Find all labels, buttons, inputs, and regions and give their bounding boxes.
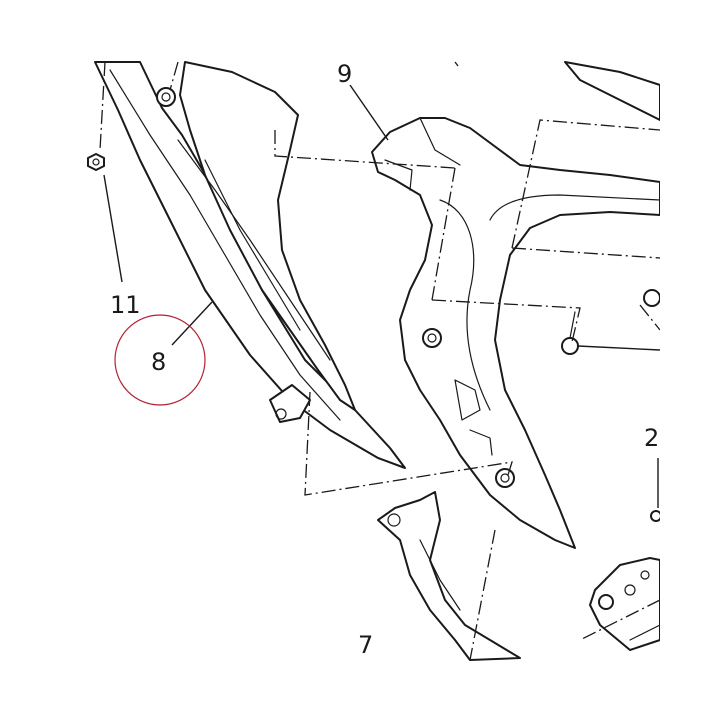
right-lower-assembly-part-2 xyxy=(589,458,662,651)
callout-2: 2 xyxy=(644,424,659,452)
nut-part-11 xyxy=(87,153,123,283)
callout-7: 7 xyxy=(358,631,373,659)
side-panel-part-8 xyxy=(94,61,406,469)
leader-8 xyxy=(171,301,213,346)
callout-9: 9 xyxy=(337,60,352,88)
callout-11: 11 xyxy=(110,291,141,319)
right-crop-mask xyxy=(660,0,720,720)
assembly-chain-lines xyxy=(99,61,661,661)
callout-8: 8 xyxy=(151,348,166,376)
center-frame-part-9 xyxy=(371,61,661,549)
highlight-circle-8 xyxy=(114,314,206,406)
bolt-right xyxy=(561,289,661,355)
lower-bracket-part-7 xyxy=(377,491,521,661)
leader-9 xyxy=(349,84,389,141)
